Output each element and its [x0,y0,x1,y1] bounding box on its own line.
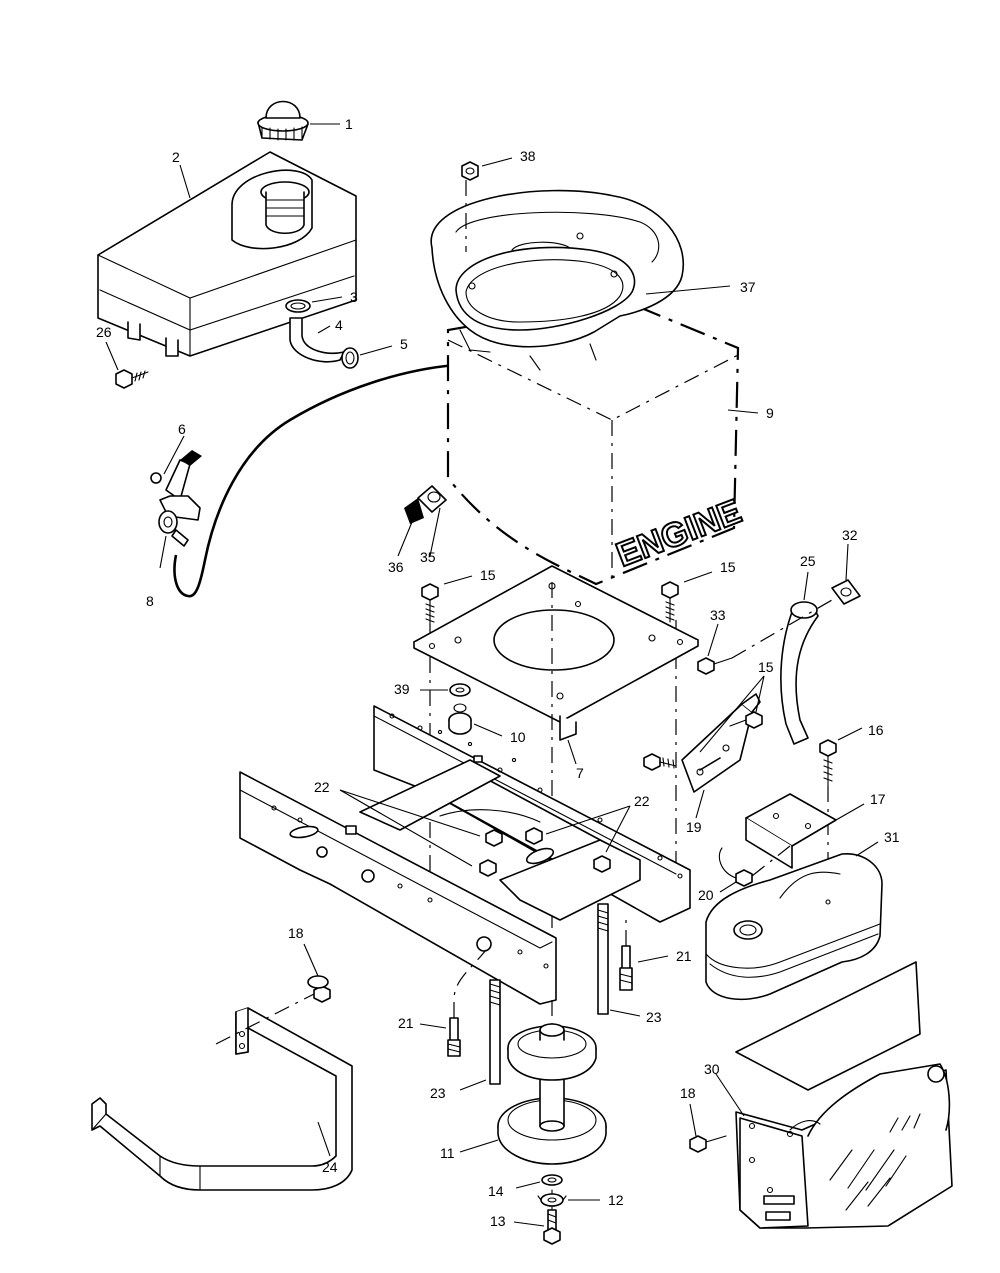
engine-pulley [497,1023,607,1165]
spacer [448,703,472,735]
callout-12: 12 [608,1192,624,1208]
callout-11: 11 [440,1145,455,1161]
callout-17: 17 [870,791,886,807]
callout-36: 36 [388,559,404,575]
throttle-cable [173,363,456,598]
callout-37: 37 [740,279,756,295]
hose-clamp-lower [341,347,359,369]
pulley-washer [541,1174,563,1186]
callout-33: 33 [710,607,726,623]
callout-8: 8 [146,593,154,609]
callout-13: 13 [490,1213,506,1229]
engine-outline [446,298,740,586]
callout-21-left: 21 [398,1015,414,1031]
shroud-nut [461,161,479,181]
blower-shroud [430,189,685,371]
muffler-bolt [819,739,837,787]
callout-25: 25 [800,553,816,569]
frame-nuts [479,827,611,877]
engine-mount-plate [413,565,699,741]
muffler [705,853,883,1001]
callout-38: 38 [520,148,536,164]
callout-15-left: 15 [480,567,496,583]
pulley-lock-washer [537,1189,567,1210]
exhaust-pipe [780,601,819,745]
callout-20: 20 [698,887,714,903]
callout-39: 39 [394,681,410,697]
fuel-cap [257,100,309,141]
callout-26: 26 [96,324,112,340]
callout-1: 1 [345,116,353,132]
callout-14: 14 [488,1183,504,1199]
muffler-bracket [681,693,761,793]
callout-5: 5 [400,336,408,352]
callout-35: 35 [420,549,436,565]
callout-7: 7 [576,765,584,781]
lock-washer [449,683,471,697]
bracket-bolts [643,711,763,771]
callout-22-right: 22 [634,793,650,809]
exhaust-gasket [831,579,861,605]
plate-screw [718,847,753,887]
callout-32: 32 [842,527,858,543]
belt-guard [91,1007,353,1191]
callout-15-right: 15 [720,559,736,575]
shield-bolt [689,1135,727,1153]
callout-4: 4 [335,317,343,333]
fuel-tank [97,151,357,357]
muffler-plate [745,793,837,869]
idler-pin-right [619,945,633,991]
engine-bolt-right [661,581,679,623]
pulley-bolt [543,1209,561,1245]
callout-10: 10 [510,729,526,745]
callout-6: 6 [178,421,186,437]
callout-21-right: 21 [676,948,692,964]
callout-19: 19 [686,819,702,835]
callout-3: 3 [350,289,358,305]
callout-18-right: 18 [680,1085,696,1101]
callout-9: 9 [766,405,774,421]
callout-15-bracket: 15 [758,659,774,675]
callout-24: 24 [322,1159,338,1175]
tank-bolt [115,369,149,389]
throttle-control [150,450,202,547]
callout-18-left: 18 [288,925,304,941]
stud-right [597,903,609,1015]
callout-2: 2 [172,149,180,165]
idler-pin-left [447,1017,461,1057]
guard-bolt [307,975,331,1003]
connector [404,485,447,524]
stud-left [489,979,501,1085]
callout-30: 30 [704,1061,720,1077]
heat-shield [735,961,953,1229]
callout-23-right: 23 [646,1009,662,1025]
exhaust-screw [697,657,733,675]
callout-23-left: 23 [430,1085,446,1101]
callout-22-left: 22 [314,779,330,795]
callout-16: 16 [868,722,884,738]
chassis-frame [239,705,691,1005]
hose-clamp-upper [285,299,311,313]
callout-31: 31 [884,829,900,845]
engine-bolt-left [421,583,439,625]
